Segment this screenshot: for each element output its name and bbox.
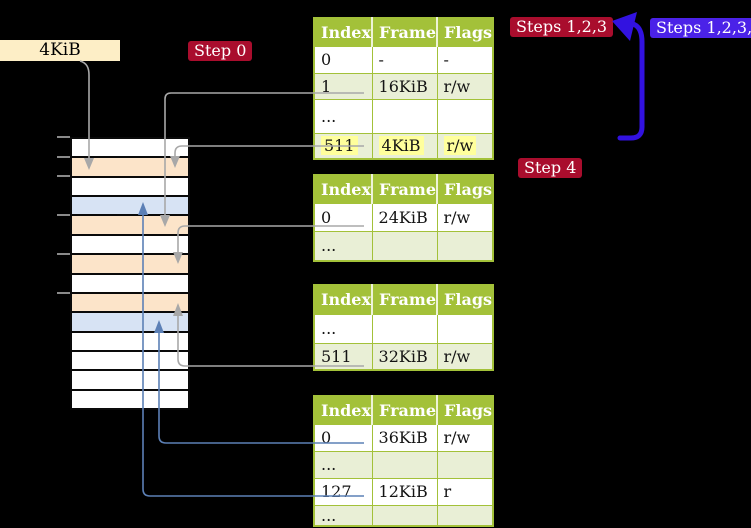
cell-flags (436, 230, 494, 262)
cell-index: 0 (313, 45, 373, 74)
memory-tick-marks (57, 136, 70, 294)
cell-index: 0 (313, 202, 373, 232)
memory-frame-row (72, 235, 188, 256)
cell-frame (371, 504, 438, 526)
cell-index: ... (313, 450, 373, 479)
cell-index: 0 (313, 423, 373, 452)
cell-frame (371, 450, 438, 479)
memory-frame-row (72, 255, 188, 275)
cell-frame (371, 230, 438, 262)
cell-index: ... (313, 504, 373, 526)
table-row: ... (313, 313, 494, 344)
memory-frame-row (72, 293, 188, 314)
column-header: Frame (371, 285, 438, 314)
cell-flags: r/w (436, 72, 494, 100)
loop-arrow-shaft (617, 21, 645, 141)
cell-frame (371, 313, 438, 344)
loop-arrow (612, 12, 645, 141)
cell-frame: 12KiB (371, 477, 438, 506)
column-header: Flags (436, 396, 494, 424)
memory-frame-row (72, 332, 188, 352)
cell-index: ... (313, 98, 373, 134)
cell-flags: r/w (436, 202, 494, 232)
memory-frame-row (72, 177, 188, 198)
cell-index: 127 (313, 477, 373, 506)
memory-frame-row (72, 158, 188, 178)
table-row: ... (313, 98, 494, 134)
cell-frame: 16KiB (371, 72, 438, 100)
arrowhead-upleft-icon (612, 12, 637, 41)
cell-index: ... (313, 230, 373, 262)
cell-flags (436, 313, 494, 344)
memory-frame-row (72, 274, 188, 294)
cell-flags (436, 504, 494, 526)
column-header: Flags (436, 285, 494, 314)
table-row: 0-- (313, 45, 494, 74)
memory-frame-row (72, 371, 188, 391)
column-header: Frame (371, 396, 438, 424)
highlighted-value: 4KiB (378, 136, 424, 156)
memory-frame-row (72, 216, 188, 236)
column-header: Index (314, 175, 373, 203)
cell-frame (371, 98, 438, 134)
cell-index: 511 (313, 342, 373, 371)
highlighted-value: r/w (443, 136, 477, 156)
cell-index: 511 (313, 132, 373, 160)
column-header: Frame (371, 175, 438, 203)
memory-frame-row (72, 351, 188, 372)
cell-flags: r/w (436, 132, 494, 160)
column-header: Frame (371, 18, 438, 46)
highlighted-value: 511 (321, 136, 358, 156)
badge-steps-1-2-3: Steps 1,2,3 (510, 17, 614, 37)
cell-flags: r/w (436, 342, 494, 371)
memory-frame-row (72, 197, 188, 217)
badge-step-0: Step 0 (188, 41, 253, 61)
cell-index: ... (313, 313, 373, 344)
table-row: ... (313, 450, 494, 479)
cell-flags: - (436, 45, 494, 74)
memory-frame-row (72, 313, 188, 333)
page-size-label: 4KiB (39, 40, 81, 60)
column-header: Flags (436, 18, 494, 46)
cell-flags: r/w (436, 423, 494, 452)
cell-frame: 32KiB (371, 342, 438, 371)
cell-frame: 24KiB (371, 202, 438, 232)
memory-frame-row (72, 390, 188, 409)
cell-frame: 4KiB (371, 132, 438, 160)
cell-frame: 36KiB (371, 423, 438, 452)
column-header: Flags (436, 175, 494, 203)
page-size-box: 4KiB (0, 40, 120, 61)
cell-index: 1 (313, 72, 373, 100)
cell-frame: - (371, 45, 438, 74)
table-row: 511 4KiB r/w (313, 132, 494, 160)
cell-flags (436, 98, 494, 134)
physical-memory-stack (70, 137, 190, 410)
badge-step-4: Step 4 (518, 158, 583, 178)
table-row: ... (313, 504, 494, 526)
table-row: ... (313, 230, 494, 262)
cell-flags (436, 450, 494, 479)
badge-steps-1-2-3-4: Steps 1,2,3,4 (650, 18, 751, 38)
cell-flags: r (436, 477, 494, 506)
column-header: Index (314, 396, 373, 424)
column-header: Index (314, 18, 373, 46)
column-header: Index (314, 285, 373, 314)
memory-frame-row (72, 139, 188, 159)
